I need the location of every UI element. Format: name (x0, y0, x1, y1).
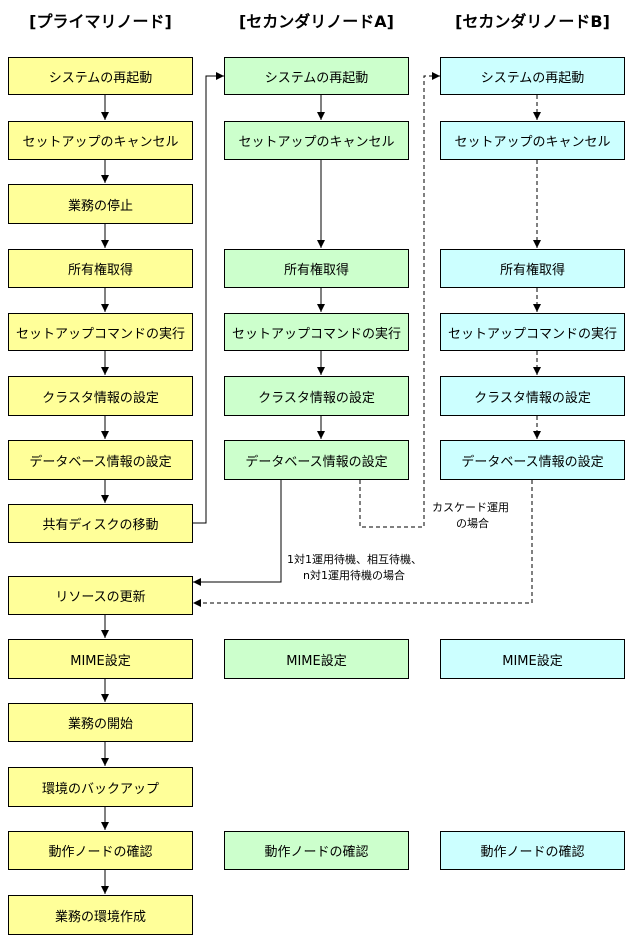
primary-backup-env-box: 環境のバックアップ (8, 767, 193, 807)
cascade-note-line1: カスケード運用 (432, 501, 509, 514)
primary-mime-box: MIME設定 (8, 639, 193, 679)
header-secondary-node-a: [セカンダリノードA] (238, 12, 394, 31)
header-secondary-node-b: [セカンダリノードB] (455, 12, 610, 31)
primary-take-ownership-box: 所有権取得 (8, 249, 193, 288)
secondary-b-mime-box: MIME設定 (440, 639, 625, 679)
arrow-cascade-to-secondary-b (359, 72, 440, 528)
secondary-a-cancel-setup-box: セットアップのキャンセル (224, 121, 409, 160)
secondary-a-cluster-info-box: クラスタ情報の設定 (224, 376, 409, 416)
cascade-note: カスケード運用 の場合 (432, 500, 509, 532)
cascade-note-line2: の場合 (456, 517, 489, 530)
secondary-b-confirm-node-box: 動作ノードの確認 (440, 831, 625, 870)
secondary-a-restart-box: システムの再起動 (224, 57, 409, 95)
secondary-a-run-setup-command-box: セットアップコマンドの実行 (224, 313, 409, 351)
secondary-a-db-info-box: データベース情報の設定 (224, 440, 409, 480)
header-primary-node: [プライマリノード] (29, 12, 172, 31)
arrow-secondary-b-to-primary (193, 480, 533, 607)
one-to-one-note: 1対1運用待機、相互待機、 n対1運用待機の場合 (287, 552, 422, 584)
secondary-a-mime-box: MIME設定 (224, 639, 409, 679)
primary-move-shared-disk-box: 共有ディスクの移動 (8, 504, 193, 543)
primary-run-setup-command-box: セットアップコマンドの実行 (8, 313, 193, 351)
primary-update-resource-box: リソースの更新 (8, 576, 193, 615)
secondary-a-take-ownership-box: 所有権取得 (224, 249, 409, 288)
primary-cluster-info-box: クラスタ情報の設定 (8, 376, 193, 416)
secondary-b-cancel-setup-box: セットアップのキャンセル (440, 121, 625, 160)
primary-confirm-node-box: 動作ノードの確認 (8, 831, 193, 870)
primary-start-business-box: 業務の開始 (8, 703, 193, 742)
secondary-a-confirm-node-box: 動作ノードの確認 (224, 831, 409, 870)
arrow-secondary-a-to-primary (193, 480, 282, 586)
arrow-primary-to-secondary-a (193, 72, 224, 524)
secondary-b-db-info-box: データベース情報の設定 (440, 440, 625, 480)
primary-stop-business-box: 業務の停止 (8, 184, 193, 224)
one-to-one-note-line1: 1対1運用待機、相互待機、 (287, 553, 422, 566)
primary-cancel-setup-box: セットアップのキャンセル (8, 121, 193, 160)
secondary-b-take-ownership-box: 所有権取得 (440, 249, 625, 288)
secondary-b-cluster-info-box: クラスタ情報の設定 (440, 376, 625, 416)
secondary-b-run-setup-command-box: セットアップコマンドの実行 (440, 313, 625, 351)
one-to-one-note-line2: n対1運用待機の場合 (303, 569, 405, 582)
secondary-b-restart-box: システムの再起動 (440, 57, 625, 95)
primary-restart-box: システムの再起動 (8, 57, 193, 95)
primary-db-info-box: データベース情報の設定 (8, 440, 193, 480)
primary-create-env-box: 業務の環境作成 (8, 895, 193, 935)
